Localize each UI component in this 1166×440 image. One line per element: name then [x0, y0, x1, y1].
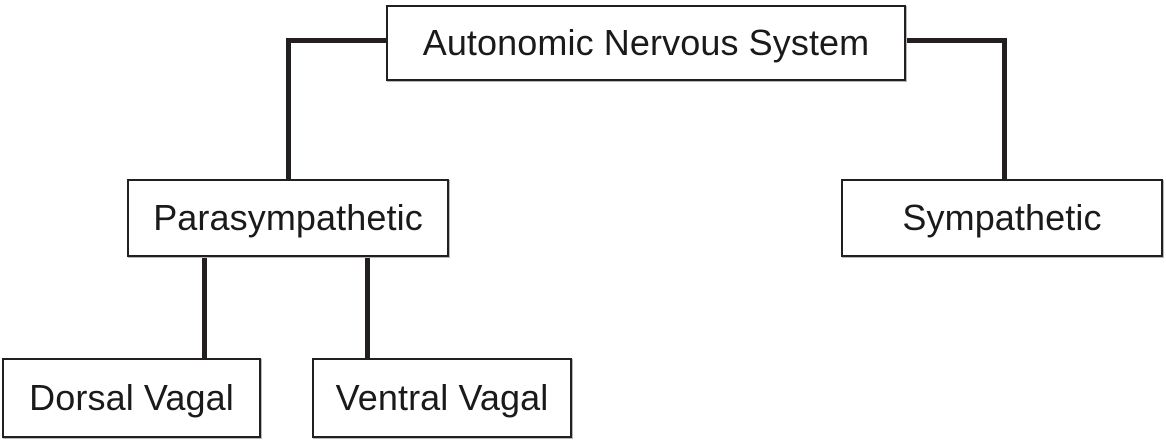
node-label-autonomic-nervous-system: Autonomic Nervous System [422, 22, 870, 63]
connector-parasympathetic-to-ventral-vagal [365, 254, 370, 361]
connector-ans-to-sympathetic-vertical [1002, 38, 1007, 182]
node-ventral-vagal[interactable]: Ventral Vagal [312, 358, 572, 438]
node-label-ventral-vagal: Ventral Vagal [335, 377, 549, 418]
connector-ans-to-parasympathetic-horizontal [286, 38, 388, 43]
node-parasympathetic[interactable]: Parasympathetic [127, 179, 449, 257]
node-autonomic-nervous-system[interactable]: Autonomic Nervous System [386, 5, 906, 81]
node-label-sympathetic: Sympathetic [902, 197, 1102, 238]
node-sympathetic[interactable]: Sympathetic [841, 179, 1163, 257]
connector-ans-to-sympathetic-horizontal [903, 38, 1007, 43]
node-label-dorsal-vagal: Dorsal Vagal [29, 377, 234, 418]
node-label-parasympathetic: Parasympathetic [153, 197, 423, 238]
connector-parasympathetic-to-dorsal-vagal [202, 254, 207, 361]
connector-ans-to-parasympathetic-vertical [286, 38, 291, 182]
node-dorsal-vagal[interactable]: Dorsal Vagal [2, 358, 261, 438]
